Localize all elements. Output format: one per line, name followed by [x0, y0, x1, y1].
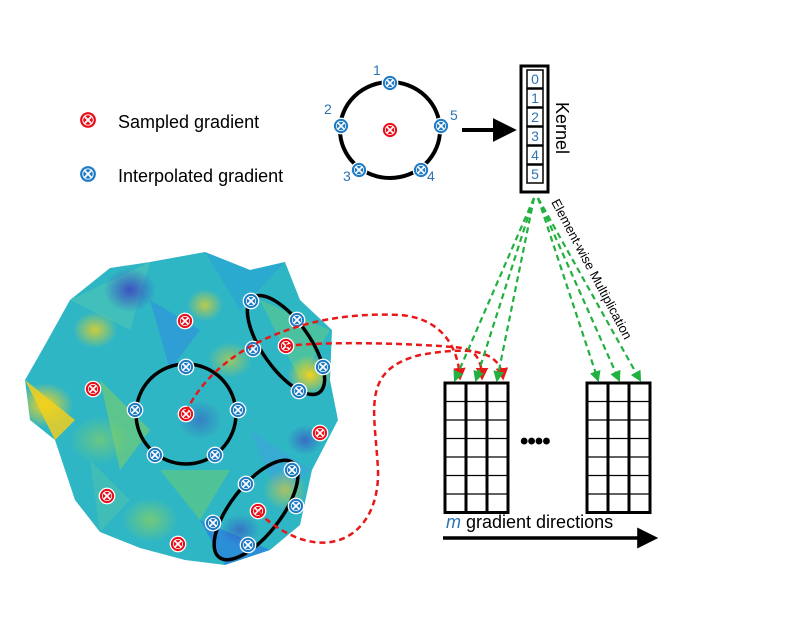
ring-label-2: 2: [324, 101, 332, 117]
interpolated-gradient-icon: [78, 164, 98, 184]
matrix-right: [585, 381, 652, 514]
ring-interpolated-icon: [290, 382, 308, 400]
sampled-point-icon: [311, 424, 329, 442]
sampled-gradient-icon: [78, 110, 98, 130]
ring-interpolated-icon: [242, 292, 260, 310]
matrix-frame: [443, 381, 510, 514]
ring-sampled-icon: [177, 405, 195, 423]
kernel-cell: [526, 164, 544, 184]
ring-point-1-icon: [381, 74, 399, 92]
ring-interpolated-icon: [239, 536, 257, 554]
kernel-cell: [526, 145, 544, 165]
ring-interpolated-icon: [146, 446, 164, 464]
matrix-frame: [585, 381, 652, 514]
kernel-cell-value: 5: [531, 166, 539, 182]
gradient-surface: [25, 252, 338, 565]
ring-label-4: 4: [427, 168, 435, 184]
ring-center-sampled-icon: [381, 121, 399, 139]
ring-interpolated-icon: [287, 497, 305, 515]
ring-interpolated-icon: [126, 401, 144, 419]
ring-interpolated-icon: [229, 401, 247, 419]
sampling-ring: 1 2 3 4 5: [324, 62, 458, 184]
ring-label-5: 5: [450, 107, 458, 123]
kernel-cells: 0 1 2 3 4 5: [526, 69, 544, 184]
kernel: 0 1 2 3 4 5 Kernel: [519, 64, 572, 194]
ring-label-3: 3: [343, 168, 351, 184]
ring-point-2-icon: [332, 117, 350, 135]
kernel-label: Kernel: [552, 102, 572, 154]
ring-interpolated-icon: [237, 475, 255, 493]
sample-to-matrix-arrows: [184, 313, 509, 544]
sampled-point-icon: [169, 535, 187, 553]
ring-interpolated-icon: [288, 311, 306, 329]
ring-sampled-icon: [249, 502, 267, 520]
arrow-lower-ring: [257, 349, 509, 544]
ring-interpolated-icon: [204, 514, 222, 532]
ring-interpolated-icon: [283, 461, 301, 479]
ring-interpolated-icon: [314, 358, 332, 376]
arrow-center-ring: [184, 313, 466, 413]
ring-interpolated-icon: [206, 446, 224, 464]
directions-variable: m: [446, 512, 461, 532]
sampled-point-icon: [98, 487, 116, 505]
kernel-cell: [526, 88, 544, 108]
legend: Sampled gradient Interpolated gradient: [78, 110, 283, 186]
arrow-upper-ring: [285, 341, 489, 381]
kernel-cell-value: 2: [531, 109, 539, 125]
sampled-point-icon: [176, 312, 194, 330]
ring-point-3-icon: [350, 161, 368, 179]
kernel-cell-value: 4: [531, 147, 539, 163]
matrix-ellipsis: ••••: [520, 428, 550, 455]
matrix-left: [443, 381, 510, 514]
kernel-cell: [526, 69, 544, 89]
sampled-point-icon: [84, 380, 102, 398]
ring-point-5-icon: [432, 117, 450, 135]
elementwise-arrows: [453, 197, 642, 383]
kernel-cell-value: 3: [531, 128, 539, 144]
kernel-cell: [526, 107, 544, 127]
directions-text: gradient directions: [461, 512, 613, 532]
legend-sampled-label: Sampled gradient: [118, 112, 259, 132]
ring-label-1: 1: [373, 62, 381, 78]
ring-interpolated-icon: [177, 358, 195, 376]
legend-interpolated-label: Interpolated gradient: [118, 166, 283, 186]
directions-label: m gradient directions: [446, 512, 613, 532]
kernel-cell-value: 0: [531, 71, 539, 87]
kernel-cell-value: 1: [531, 90, 539, 106]
kernel-cell: [526, 126, 544, 146]
